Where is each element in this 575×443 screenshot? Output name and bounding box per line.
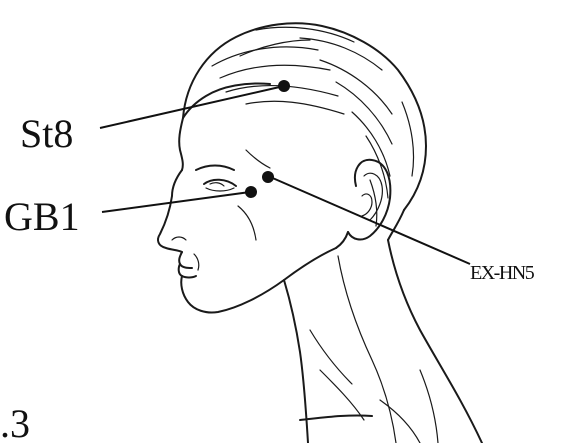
head-illustration bbox=[158, 23, 482, 443]
ex-hn5-point-marker bbox=[262, 171, 274, 183]
ex-hn5-leader-line bbox=[268, 176, 470, 264]
gb1-leader-line bbox=[102, 192, 250, 212]
st8-leader-line bbox=[100, 86, 284, 128]
st8-point-marker bbox=[278, 80, 290, 92]
gb1-point-marker bbox=[245, 186, 257, 198]
acupoint-labels: St8 GB1 EX-HN5 .3 bbox=[0, 111, 535, 443]
acupoint-markers bbox=[245, 80, 290, 198]
st8-label: St8 bbox=[20, 111, 73, 156]
figure-number-fragment: .3 bbox=[0, 401, 30, 443]
gb1-label: GB1 bbox=[4, 194, 80, 239]
ex-hn5-label: EX-HN5 bbox=[470, 262, 535, 284]
leader-lines bbox=[100, 86, 470, 264]
